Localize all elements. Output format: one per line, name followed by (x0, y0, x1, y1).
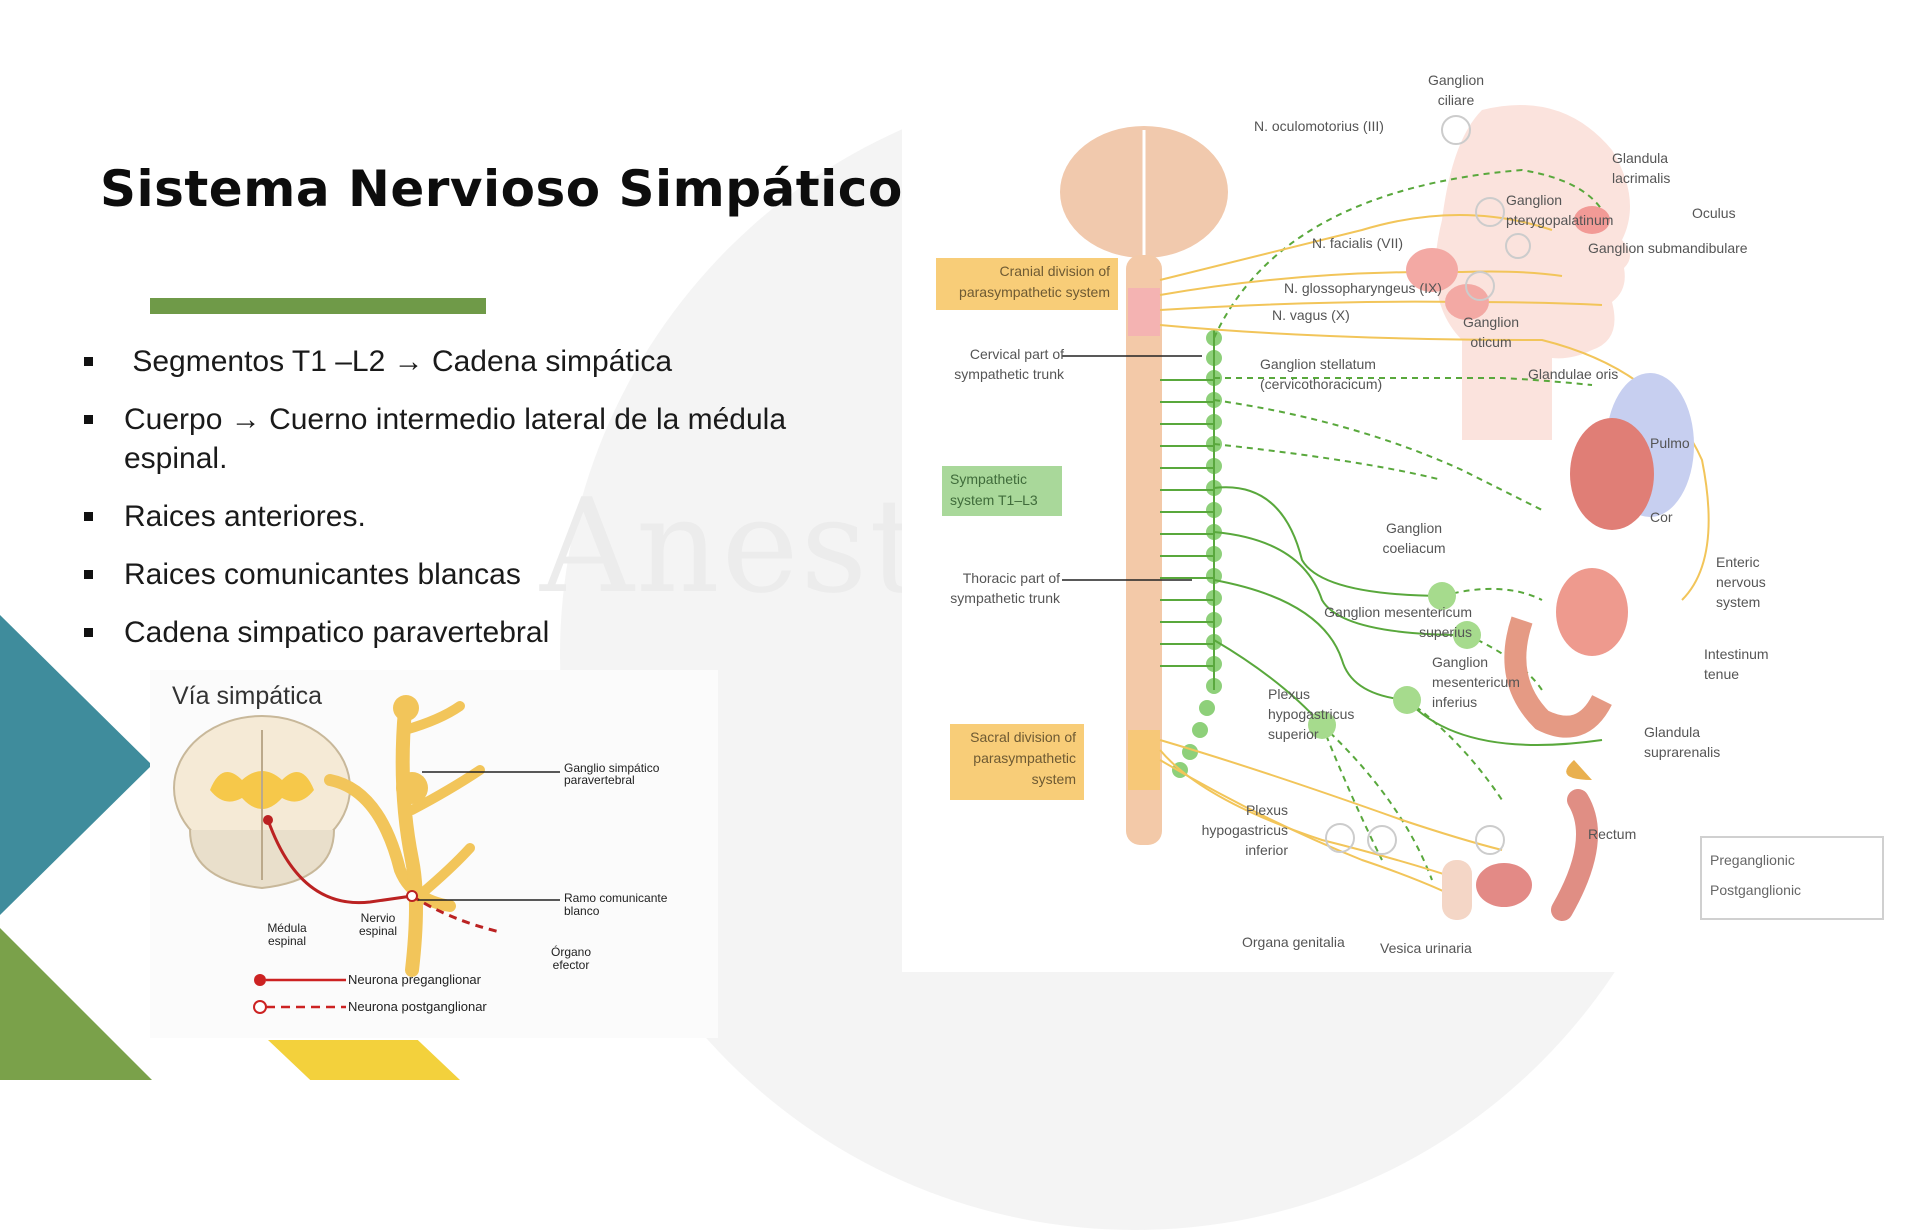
legend-preganglionic: Preganglionic (1710, 852, 1795, 868)
label-thoracic-trunk: Thoracic part of sympathetic trunk (950, 570, 1060, 606)
sympathetic-system-box: Sympathetic system T1–L3 (942, 466, 1062, 516)
legend-postganglionic: Postganglionic (1710, 882, 1802, 898)
label-glandula-suprarenalis: Glandula suprarenalis (1644, 724, 1721, 760)
label-intestinum-tenue: Intestinum tenue (1704, 646, 1769, 682)
via-simpatica-figure: Vía simpática Ganglio simpático paravert… (150, 670, 718, 1038)
bullet-item: Raices comunicantes blancas (78, 555, 838, 594)
label-cor: Cor (1650, 509, 1673, 525)
label-n-glossopharyngeus: N. glossopharyngeus (IX) (1284, 280, 1442, 296)
label-enteric-nervous-system: Enteric nervous system (1716, 554, 1766, 610)
label-organo: Órgano efector (550, 945, 592, 972)
title-underline-bar (150, 298, 486, 314)
label-plexus-hypogastricus-inferior: Plexus hypogastricus inferior (1201, 802, 1288, 858)
label-n-vagus: N. vagus (X) (1272, 307, 1350, 323)
legend-postganglionar: Neurona postganglionar (348, 999, 487, 1014)
diagram-legend: Preganglionic Postganglionic (1700, 836, 1884, 920)
bullet-item: Segmentos T1 –L2 → Cadena simpática (78, 342, 838, 381)
teal-triangle-decoration (0, 615, 152, 915)
bullet-square-icon (84, 512, 93, 521)
label-ganglion-ciliare: Ganglion ciliare (1427, 72, 1485, 108)
bullet-text: Cuerpo → Cuerno intermedio lateral de la… (124, 403, 787, 475)
label-medula: Médula espinal (267, 921, 307, 948)
bullet-text: Raices comunicantes blancas (124, 558, 521, 591)
sacral-division-box: Sacral division of parasympathetic syste… (950, 724, 1084, 800)
label-ganglion-pterygopalatinum: Ganglion pterygopalatinum (1506, 192, 1614, 228)
label-cervical-trunk: Cervical part of sympathetic trunk (954, 346, 1064, 382)
bullet-square-icon (84, 570, 93, 579)
label-ganglion-submandibulare: Ganglion submandibulare (1588, 240, 1748, 256)
bullet-text: Cadena simpatico paravertebral (124, 616, 550, 649)
bullet-text: Segmentos T1 –L2 → Cadena simpática (124, 345, 673, 378)
label-n-facialis: N. facialis (VII) (1312, 235, 1404, 251)
legend-preganglionar: Neurona preganglionar (348, 972, 481, 987)
autonomic-nervous-system-diagram: Cranial division of parasympathetic syst… (902, 40, 1920, 972)
label-organa-genitalia: Organa genitalia (1242, 934, 1345, 950)
green-triangle-decoration (0, 928, 152, 1080)
label-ganglion-stellatum: Ganglion stellatum (cervicothoracicum) (1260, 356, 1383, 392)
bullet-list: Segmentos T1 –L2 → Cadena simpática Cuer… (78, 342, 838, 671)
label-oculus: Oculus (1692, 205, 1736, 221)
bullet-text: Raices anteriores. (124, 500, 366, 533)
label-glandulae-oris: Glandulae oris (1528, 366, 1619, 382)
label-ramo: Ramo comunicante blanco (564, 891, 668, 918)
bullet-square-icon (84, 415, 93, 424)
inset-title: Vía simpática (172, 682, 323, 710)
label-rectum: Rectum (1588, 826, 1637, 842)
label-ganglion-coeliacum: Ganglion coeliacum (1382, 520, 1446, 556)
bullet-item: Cadena simpatico paravertebral (78, 613, 838, 652)
label-vesica-urinaria: Vesica urinaria (1380, 940, 1472, 956)
label-ganglio: Ganglio simpático paravertebral (564, 761, 660, 787)
cranial-division-box: Cranial division of parasympathetic syst… (936, 258, 1118, 310)
label-nervio: Nervio espinal (358, 911, 398, 938)
label-ganglion-oticum: Ganglion oticum (1462, 314, 1520, 350)
label-ganglion-mesentericum-superius: Ganglion mesentericum superius (1324, 604, 1472, 640)
via-simpatica-illustration (173, 695, 560, 1014)
yellow-stripe-decoration (268, 1040, 460, 1080)
label-ganglion-mesentericum-inferius: Ganglion mesentericum inferius (1432, 654, 1520, 710)
label-glandula-lacrimalis: Glandula lacrimalis (1612, 150, 1671, 186)
bullet-square-icon (84, 357, 93, 366)
label-n-oculomotorius: N. oculomotorius (III) (1254, 118, 1384, 134)
label-pulmo: Pulmo (1650, 435, 1690, 451)
bullet-item: Cuerpo → Cuerno intermedio lateral de la… (78, 400, 838, 478)
diagram-illustration (1060, 105, 1862, 921)
slide-title: Sistema Nervioso Simpático (100, 160, 903, 218)
bullet-item: Raices anteriores. (78, 497, 838, 536)
label-plexus-hypogastricus-superior: Plexus hypogastricus superior (1268, 686, 1355, 742)
